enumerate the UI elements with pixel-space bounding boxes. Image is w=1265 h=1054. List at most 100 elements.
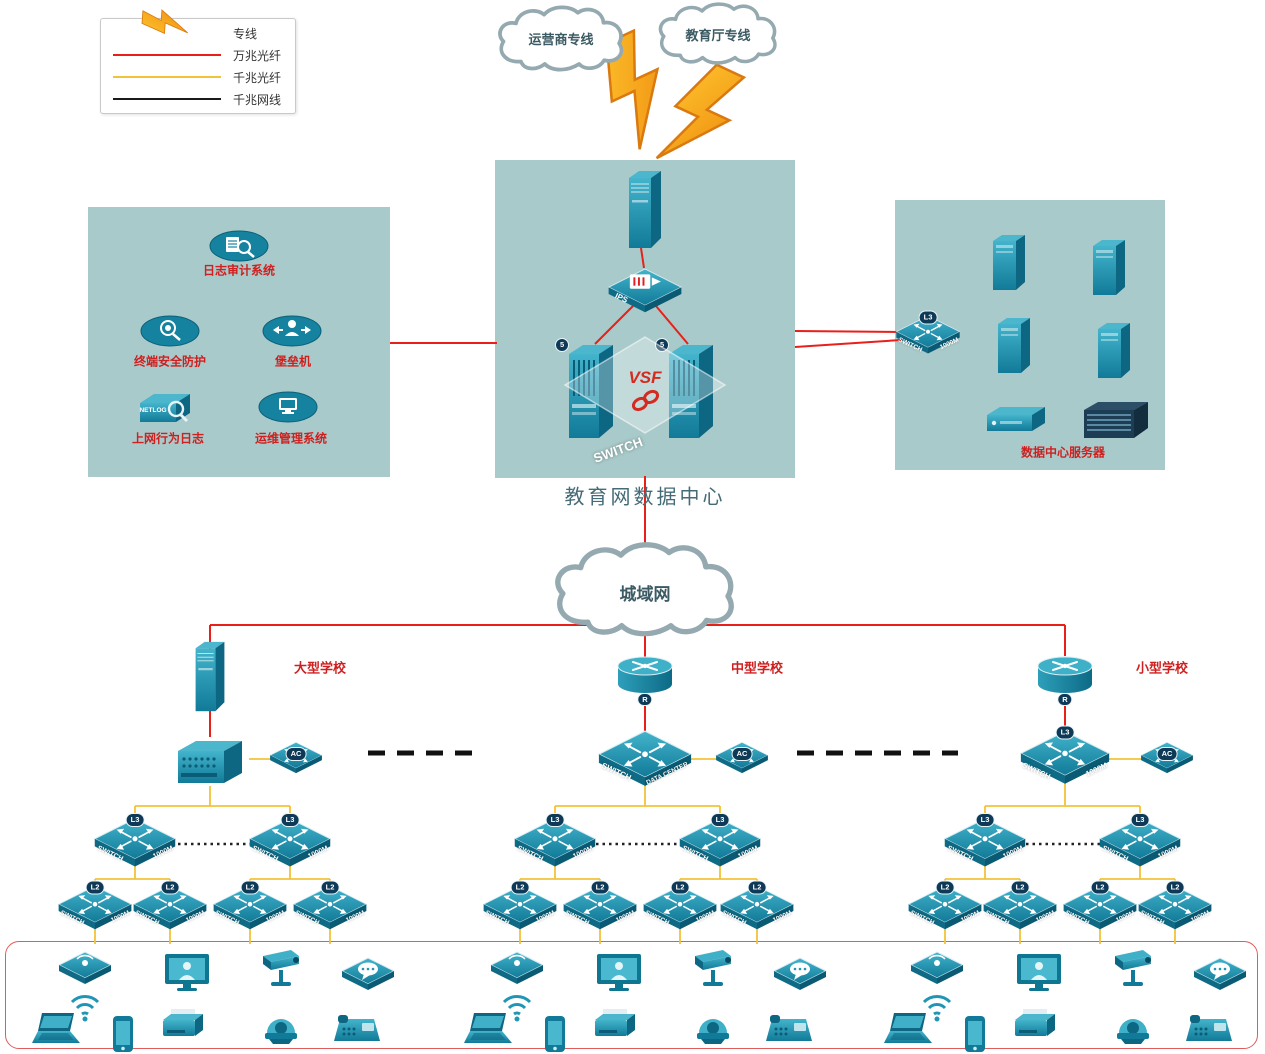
l3-badge: L3 [1055, 725, 1075, 739]
l2-badge: L2 [1010, 880, 1030, 894]
im-terminal [1192, 954, 1248, 992]
ip-phone [332, 1011, 382, 1047]
rack-server-icon [998, 318, 1030, 373]
l2-badge: L2 [1165, 880, 1185, 894]
legend-label: 万兆光纤 [233, 48, 282, 63]
netlog-icon: NETLOG [136, 389, 194, 429]
blade-chassis [1080, 398, 1152, 440]
printer [591, 1006, 639, 1044]
dome-camera [1114, 1013, 1152, 1045]
core-server-left: 5 [555, 338, 619, 444]
l3-badge: L3 [1130, 813, 1150, 827]
black-line-sample [113, 98, 221, 100]
ptz-camera-icon [695, 950, 731, 986]
l3-badge: L3 [710, 813, 730, 827]
medium-school-router: R [614, 654, 676, 706]
laptop-icon [884, 1013, 932, 1043]
core-server-right-icon [668, 344, 714, 439]
wireless-ap [57, 950, 113, 986]
l2-badge: L2 [510, 880, 530, 894]
im-terminal-icon [773, 957, 827, 991]
l3-badge: L3 [125, 813, 145, 827]
router-badge: R [1057, 692, 1073, 706]
wireless-ap-icon [58, 951, 112, 985]
label-terminal-security: 终端安全防护 [133, 354, 207, 369]
ac-badge: AC [285, 747, 307, 761]
ptz-camera [1107, 946, 1159, 992]
cloud-education: 教育厅专线 [642, 1, 794, 67]
legend-row-1g-fiber: 千兆光纤 [109, 66, 287, 88]
desktop-computer [595, 952, 643, 994]
rack-server [1094, 320, 1134, 382]
im-terminal [340, 954, 396, 992]
yellow-1g-fiber-lines [94, 758, 1176, 944]
storage-device [984, 403, 1048, 433]
ac-controller: AC [1140, 741, 1194, 775]
desktop-computer [163, 952, 211, 994]
vsf-label: VSF [628, 368, 662, 387]
cloud-carrier: 运营商专线 [484, 4, 638, 74]
ac-badge: AC [1156, 747, 1178, 761]
l3-badge: L3 [918, 310, 938, 324]
terminal-security-icon [140, 314, 200, 348]
smartphone [111, 1014, 135, 1054]
large-school-core-device-icon [178, 741, 242, 783]
l2-badge: L2 [590, 880, 610, 894]
lightning-bolt-icon [605, 28, 660, 150]
server-badge: 5 [555, 338, 570, 352]
smartphone-icon [965, 1016, 985, 1052]
ac-controller: AC [715, 741, 769, 775]
large-school-gateway-icon [195, 641, 225, 712]
im-terminal-icon [1193, 957, 1247, 991]
smartphone-icon [545, 1016, 565, 1052]
ip-phone-icon [334, 1015, 380, 1041]
l2-badge: L2 [747, 880, 767, 894]
label-medium-school: 中型学校 [730, 660, 784, 676]
ops-mgmt-icon-icon [258, 390, 318, 424]
label-log-audit: 日志审计系统 [202, 263, 276, 278]
im-terminal [772, 954, 828, 992]
laptop-icon [32, 1013, 80, 1043]
printer [1011, 1006, 1059, 1044]
printer-icon [163, 1009, 203, 1036]
storage-device-icon [987, 407, 1045, 431]
printer [159, 1006, 207, 1044]
smartphone [543, 1014, 567, 1054]
desktop-computer-icon [165, 954, 209, 991]
label-ops-mgmt: 运维管理系统 [254, 431, 328, 446]
printer-icon [1015, 1009, 1055, 1036]
ptz-camera [687, 946, 739, 992]
printer-icon [595, 1009, 635, 1036]
rack-server-icon [1098, 323, 1130, 378]
bastion-host-icon [262, 314, 322, 348]
ips-device: IPS [607, 268, 683, 315]
large-school-core-device [172, 735, 248, 787]
netlog-label: NETLOG [139, 407, 167, 415]
cloud-metro: 城域网 [538, 540, 752, 640]
legend-row-1g-cable: 千兆网线 [109, 88, 287, 110]
router-badge: R [637, 692, 653, 706]
small-school-router: R [1034, 654, 1096, 706]
label-server-zone: 数据中心服务器 [1020, 445, 1106, 460]
blade-chassis-icon [1083, 401, 1149, 439]
ip-phone [764, 1011, 814, 1047]
label-small-school: 小型学校 [1135, 660, 1189, 676]
wireless-ap [909, 950, 965, 986]
l3-badge: L3 [545, 813, 565, 827]
l2-badge: L2 [670, 880, 690, 894]
